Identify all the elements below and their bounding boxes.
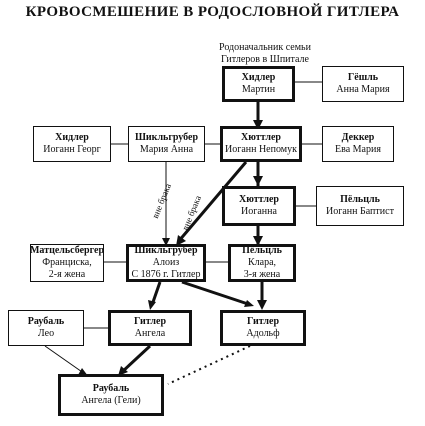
surname: Пёльцль <box>340 194 380 205</box>
person-klara: Пёльцль Клара, 3-я жена <box>228 244 296 282</box>
surname: Шикльгрубер <box>134 245 198 256</box>
given-name: Ангела (Гели) <box>81 395 141 406</box>
arrow-maria-alois <box>162 238 170 246</box>
given-name: Иоганна <box>241 206 277 217</box>
given-name: Мартин <box>241 84 276 95</box>
person-martin: Хидлер Мартин <box>222 66 295 102</box>
given-name: С 1876 г. Гитлер <box>131 269 201 280</box>
line-angela-geli <box>120 344 152 374</box>
given-name: 3-я жена <box>243 269 281 280</box>
surname: Хюттлер <box>241 132 281 143</box>
arrow-angela-geli <box>118 366 128 376</box>
person-maria-anna: Шикльгрубер Мария Анна <box>128 126 205 162</box>
given-name: Мария Анна <box>139 144 194 155</box>
given-name: Лео <box>37 328 55 339</box>
person-anna-maria-goshl: Гёшль Анна Мария <box>322 66 404 102</box>
given-name: Адольф <box>246 328 280 339</box>
arrow-alois-angela <box>148 300 156 310</box>
given-name: Ева Мария <box>335 144 381 155</box>
given-name: Ангела <box>134 328 166 339</box>
person-leo: Раубаль Лео <box>8 310 84 346</box>
surname: Матцельсбергер <box>29 245 105 256</box>
given-name: Франциска, <box>42 257 92 268</box>
surname: Деккер <box>341 132 375 143</box>
given-name: Иоганн Георг <box>43 144 101 155</box>
surname: Гёшль <box>347 72 379 83</box>
person-johann-nepomuk: Хюттлер Иоганн Непомук <box>220 126 302 162</box>
arrow-nepomuk-alois <box>176 235 186 246</box>
surname: Хидлер <box>241 72 276 83</box>
arrow-alois-adolf <box>244 300 254 307</box>
caption-line: Гитлеров в Шпитале <box>221 54 309 65</box>
caption-line: Родоначальник семьи <box>219 42 311 53</box>
surname: Пёльцль <box>242 245 282 256</box>
surname: Раубаль <box>27 316 65 327</box>
person-johann-georg: Хидлер Иоганн Георг <box>33 126 111 162</box>
person-johann-baptist: Пёльцль Иоганн Баптист <box>316 186 404 226</box>
line-alois-angela <box>150 281 162 306</box>
person-johanna: Хюттлер Иоганна <box>222 186 296 226</box>
surname: Раубаль <box>92 383 130 394</box>
arrow-klara-adolf <box>257 300 267 310</box>
arrow-martin-nepomuk <box>253 120 263 130</box>
given-name: Анна Мария <box>336 84 390 95</box>
given-name: 2-я жена <box>48 269 86 280</box>
person-geli: Раубаль Ангела (Гели) <box>58 374 164 416</box>
given-name: Иоганн Баптист <box>326 206 394 217</box>
arrow-johanna-klara <box>253 236 263 246</box>
surname: Хидлер <box>55 132 89 143</box>
surname: Гитлер <box>133 316 167 327</box>
given-name: Клара, <box>247 257 277 268</box>
surname: Гитлер <box>246 316 280 327</box>
line-nepomuk-alois <box>176 161 248 243</box>
line-alois-adolf <box>181 280 249 306</box>
surname: Шикльгрубер <box>134 132 199 143</box>
person-angela: Гитлер Ангела <box>108 310 192 346</box>
founder-caption: Родоначальник семьи Гитлеров в Шпитале <box>195 42 335 66</box>
person-alois: Шикльгрубер Алоиз С 1876 г. Гитлер <box>126 244 206 282</box>
line-adolf-geli <box>167 345 251 385</box>
line-leo-geli <box>44 345 86 375</box>
person-eva-maria: Деккер Ева Мария <box>322 126 394 162</box>
diagram-title: КРОВОСМЕШЕНИЕ В РОДОСЛОВНОЙ ГИТЛЕРА <box>25 4 400 20</box>
given-name: Иоганн Непомук <box>225 144 297 155</box>
arrow-nepomuk-johanna <box>253 176 263 186</box>
surname: Хюттлер <box>239 194 279 205</box>
given-name: Алоиз <box>152 257 180 268</box>
person-franziska: Матцельсбергер Франциска, 2-я жена <box>30 244 104 282</box>
person-adolf: Гитлер Адольф <box>220 310 306 346</box>
